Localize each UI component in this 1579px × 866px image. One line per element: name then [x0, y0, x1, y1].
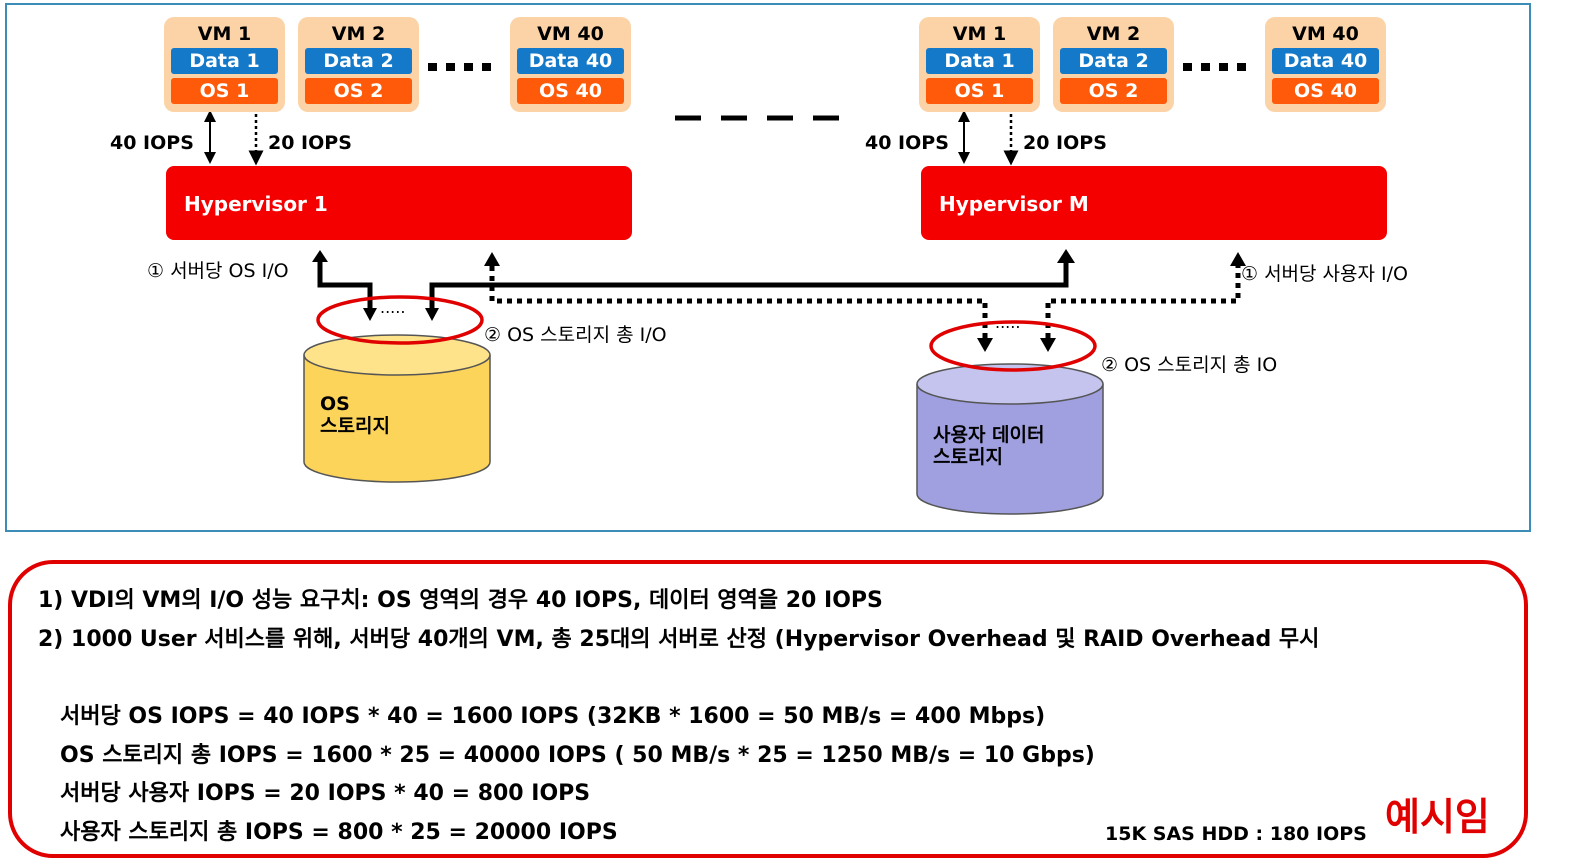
hypervisor-m: Hypervisor M: [921, 166, 1387, 240]
calc-line-2: OS 스토리지 총 IOPS = 1600 * 25 = 40000 IOPS …: [60, 743, 1095, 768]
example-stamp: 예시임: [1385, 795, 1490, 839]
user-storage-total-io-label: ② OS 스토리지 총 IO: [1101, 354, 1278, 376]
vm-card-left-40: VM 40 Data 40 OS 40: [510, 17, 631, 112]
calc-line-1: 서버당 OS IOPS = 40 IOPS * 40 = 1600 IOPS (…: [60, 704, 1046, 729]
server-os-io-label: ① 서버당 OS I/O: [147, 260, 289, 282]
calc-line-3: 서버당 사용자 IOPS = 20 IOPS * 40 = 800 IOPS: [60, 781, 591, 806]
vm-title: VM 40: [537, 23, 604, 45]
user-storage-cylinder: [916, 363, 1104, 515]
os-dots: .....: [380, 298, 406, 317]
user-dots: .....: [995, 313, 1021, 332]
vm-card-left-2: VM 2 Data 2 OS 2: [298, 17, 419, 112]
vm-title: VM 40: [1292, 23, 1359, 45]
right-data-iops-label: 20 IOPS: [1023, 132, 1107, 154]
server-user-io-label: ① 서버당 사용자 I/O: [1241, 263, 1408, 285]
notes-box: [8, 560, 1528, 858]
vm-data-bar: Data 2: [1060, 48, 1167, 74]
hypervisor-label: Hypervisor 1: [184, 192, 328, 216]
note-line-2: 2) 1000 User 서비스를 위해, 서버당 40개의 VM, 총 25대…: [38, 627, 1320, 652]
vm-card-right-2: VM 2 Data 2 OS 2: [1053, 17, 1174, 112]
os-storage-label: OS 스토리지: [320, 393, 390, 437]
vm-data-bar: Data 40: [517, 48, 624, 74]
vm-os-bar: OS 2: [1060, 78, 1167, 104]
os-storage-highlight: [316, 295, 484, 345]
hypervisor-1: Hypervisor 1: [166, 166, 632, 240]
vm-card-left-1: VM 1 Data 1 OS 1: [164, 17, 285, 112]
os-storage-cylinder: [303, 334, 491, 483]
vm-card-right-1: VM 1 Data 1 OS 1: [919, 17, 1040, 112]
vm-os-bar: OS 2: [305, 78, 412, 104]
hypervisor-label: Hypervisor M: [939, 192, 1089, 216]
vm-os-bar: OS 40: [517, 78, 624, 104]
vm-os-bar: OS 1: [926, 78, 1033, 104]
hdd-note: 15K SAS HDD : 180 IOPS: [1105, 823, 1367, 845]
calc-line-4: 사용자 스토리지 총 IOPS = 800 * 25 = 20000 IOPS: [60, 820, 618, 845]
left-data-iops-label: 20 IOPS: [268, 132, 352, 154]
vm-card-right-40: VM 40 Data 40 OS 40: [1265, 17, 1386, 112]
vm-os-bar: OS 40: [1272, 78, 1379, 104]
vm-title: VM 1: [952, 23, 1007, 45]
os-storage-total-io-label: ② OS 스토리지 총 I/O: [484, 324, 667, 346]
left-os-iops-label: 40 IOPS: [110, 132, 194, 154]
vm-data-bar: Data 1: [171, 48, 278, 74]
vm-title: VM 2: [1086, 23, 1141, 45]
diagram-frame: [5, 3, 1531, 532]
vm-data-bar: Data 1: [926, 48, 1033, 74]
vm-title: VM 2: [331, 23, 386, 45]
right-os-iops-label: 40 IOPS: [865, 132, 949, 154]
user-storage-highlight: [929, 320, 1097, 372]
vm-data-bar: Data 40: [1272, 48, 1379, 74]
vm-data-bar: Data 2: [305, 48, 412, 74]
note-line-1: 1) VDI의 VM의 I/O 성능 요구치: OS 영역의 경우 40 IOP…: [38, 588, 883, 613]
vm-title: VM 1: [197, 23, 252, 45]
user-storage-label: 사용자 데이터 스토리지: [933, 424, 1045, 468]
vm-os-bar: OS 1: [171, 78, 278, 104]
